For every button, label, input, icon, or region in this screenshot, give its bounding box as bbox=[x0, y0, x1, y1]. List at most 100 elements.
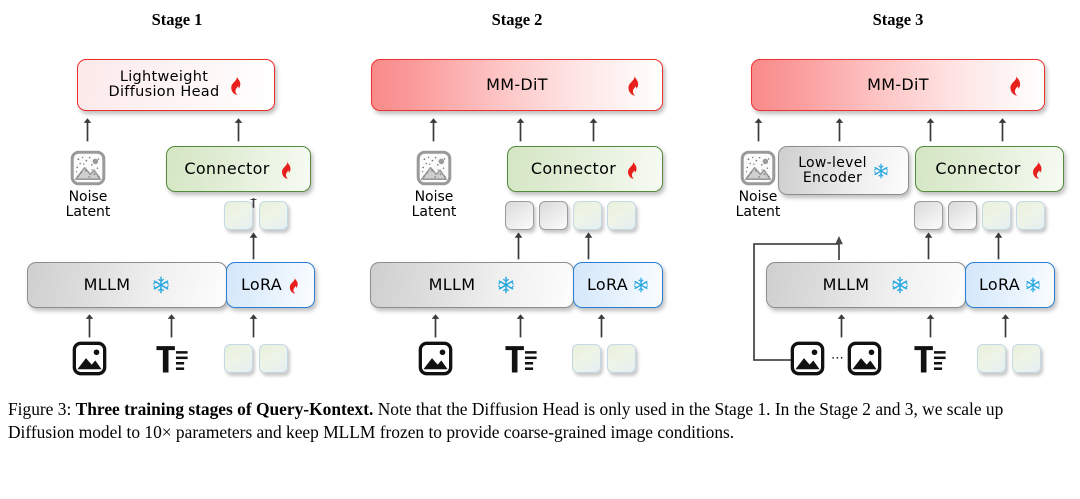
stage-2-mllm-label: MLLM bbox=[428, 274, 476, 294]
token bbox=[573, 201, 602, 230]
stage-2-query-tokens bbox=[572, 344, 636, 373]
fire-icon bbox=[228, 75, 243, 95]
stage-2-mid-tokens bbox=[505, 201, 636, 230]
token bbox=[224, 201, 253, 230]
stage-3-input-image-icon-first bbox=[790, 341, 825, 376]
stage-1-mid-tokens bbox=[224, 201, 288, 230]
stage-3-connector-label: Connector bbox=[935, 158, 1021, 178]
stage-3-query-tokens bbox=[977, 344, 1041, 373]
arrow-image-to-mllm bbox=[430, 314, 441, 338]
token bbox=[259, 344, 288, 373]
stage-2-title: Stage 2 bbox=[491, 10, 543, 29]
stage-1-title: Stage 1 bbox=[151, 10, 203, 29]
arrow-image-to-mllm bbox=[84, 314, 95, 338]
token bbox=[572, 344, 601, 373]
stage-3-low-level-encoder[interactable]: Low-level Encoder bbox=[778, 146, 909, 195]
stage-3-mid-tokens bbox=[914, 201, 1045, 230]
stage-2-connector[interactable]: Connector bbox=[507, 146, 663, 192]
stage-1-lora[interactable]: LoRA bbox=[226, 262, 315, 308]
arrow-images-to-mllm bbox=[836, 314, 847, 338]
arrow-lora-to-mid-tokens bbox=[583, 232, 594, 260]
stage-1-input-image-icon bbox=[72, 341, 107, 376]
snowflake-icon bbox=[873, 163, 889, 179]
figure-diagram: Stage 1 Lightweight Diffusion Head Noise… bbox=[27, 10, 1064, 390]
arrow-tokens-to-connector bbox=[248, 193, 259, 203]
arrow-lora-to-mid-tokens bbox=[993, 232, 1004, 260]
stage-1-lora-label: LoRA bbox=[240, 274, 283, 294]
stage-3-connector[interactable]: Connector bbox=[915, 146, 1064, 192]
token bbox=[1012, 344, 1041, 373]
stage-3-low-level-encoder-label: Low-level Encoder bbox=[798, 154, 867, 186]
stage-2-noise-latent-icon bbox=[416, 150, 452, 186]
figure-caption: Figure 3: Three training stages of Query… bbox=[8, 398, 1072, 445]
stage-1-input-text-icon bbox=[155, 342, 188, 375]
stage-2-input-text-icon bbox=[504, 342, 537, 375]
arrow-query-tokens-to-lora bbox=[596, 314, 607, 338]
fire-icon bbox=[1030, 160, 1044, 179]
stage-3-title: Stage 3 bbox=[872, 10, 924, 29]
stage-3-lora-label: LoRA bbox=[978, 274, 1021, 294]
stage-1-query-tokens bbox=[224, 344, 288, 373]
snowflake-icon bbox=[633, 277, 649, 293]
token bbox=[259, 201, 288, 230]
stage-3-mllm[interactable]: MLLM bbox=[766, 262, 966, 308]
token bbox=[607, 344, 636, 373]
stage-1-connector[interactable]: Connector bbox=[166, 146, 311, 192]
arrow-lora-to-mid-tokens bbox=[248, 232, 259, 260]
arrow-connector-to-mmdit-left bbox=[925, 118, 936, 142]
stage-2-lora[interactable]: LoRA bbox=[573, 262, 663, 308]
stage-3-image-to-low-level-encoder-route bbox=[753, 236, 843, 361]
stage-2-mllm[interactable]: MLLM bbox=[370, 262, 574, 308]
token bbox=[1016, 201, 1045, 230]
stage-3-input-image-icon-last bbox=[847, 341, 882, 376]
arrow-low-level-encoder-to-mmdit bbox=[834, 118, 845, 142]
stage-1-mllm-label: MLLM bbox=[83, 274, 131, 294]
stage-1-noise-latent-icon bbox=[70, 150, 106, 186]
stage-1-mllm[interactable]: MLLM bbox=[27, 262, 227, 308]
fire-icon bbox=[625, 160, 639, 179]
arrow-text-to-mllm bbox=[166, 314, 177, 338]
arrow-noise-to-diffusion-head bbox=[82, 118, 93, 142]
stage-2-connector-label: Connector bbox=[530, 158, 617, 178]
arrow-query-tokens-to-lora bbox=[248, 314, 259, 338]
token bbox=[977, 344, 1006, 373]
stage-3-input-text-icon bbox=[913, 342, 946, 375]
stage-2-lora-label: LoRA bbox=[586, 274, 629, 294]
token bbox=[505, 201, 534, 230]
stage-3-lora[interactable]: LoRA bbox=[965, 262, 1055, 308]
arrow-connector-to-mmdit-left bbox=[515, 118, 526, 142]
stage-3-mmdit-label: MM-DiT bbox=[867, 74, 929, 94]
stage-2-mmdit-label: MM-DiT bbox=[486, 74, 548, 94]
fire-icon bbox=[625, 74, 641, 96]
token bbox=[948, 201, 977, 230]
token bbox=[224, 344, 253, 373]
arrow-text-to-mllm bbox=[925, 314, 936, 338]
fire-icon bbox=[279, 160, 293, 179]
stage-3-mllm-label: MLLM bbox=[822, 274, 870, 294]
stage-1-connector-label: Connector bbox=[184, 158, 270, 178]
arrow-query-tokens-to-lora bbox=[1000, 314, 1011, 338]
stage-3-input-image-ellipsis: ⋯ bbox=[831, 351, 845, 366]
snowflake-icon bbox=[1025, 277, 1041, 293]
stage-2-input-image-icon bbox=[418, 341, 453, 376]
stage-2-mmdit[interactable]: MM-DiT bbox=[371, 59, 663, 111]
caption-figure-number: Figure 3: bbox=[8, 399, 72, 419]
fire-icon bbox=[287, 276, 300, 294]
token bbox=[607, 201, 636, 230]
token bbox=[539, 201, 568, 230]
snowflake-icon bbox=[891, 276, 909, 294]
arrow-connector-to-diffusion-head bbox=[233, 118, 244, 142]
token bbox=[914, 201, 943, 230]
snowflake-icon bbox=[497, 276, 515, 294]
stage-1-diffusion-head[interactable]: Lightweight Diffusion Head bbox=[77, 59, 275, 111]
stage-3-noise-latent-icon bbox=[740, 150, 776, 186]
stage-3-mmdit[interactable]: MM-DiT bbox=[751, 59, 1045, 111]
arrow-noise-to-mmdit bbox=[428, 118, 439, 142]
caption-title: Three training stages of Query-Kontext. bbox=[75, 399, 374, 419]
arrow-text-to-mllm bbox=[515, 314, 526, 338]
arrow-mllm-to-mid-tokens bbox=[513, 232, 524, 260]
caption-body: Note that the Diffusion Head is only use… bbox=[8, 399, 1004, 443]
